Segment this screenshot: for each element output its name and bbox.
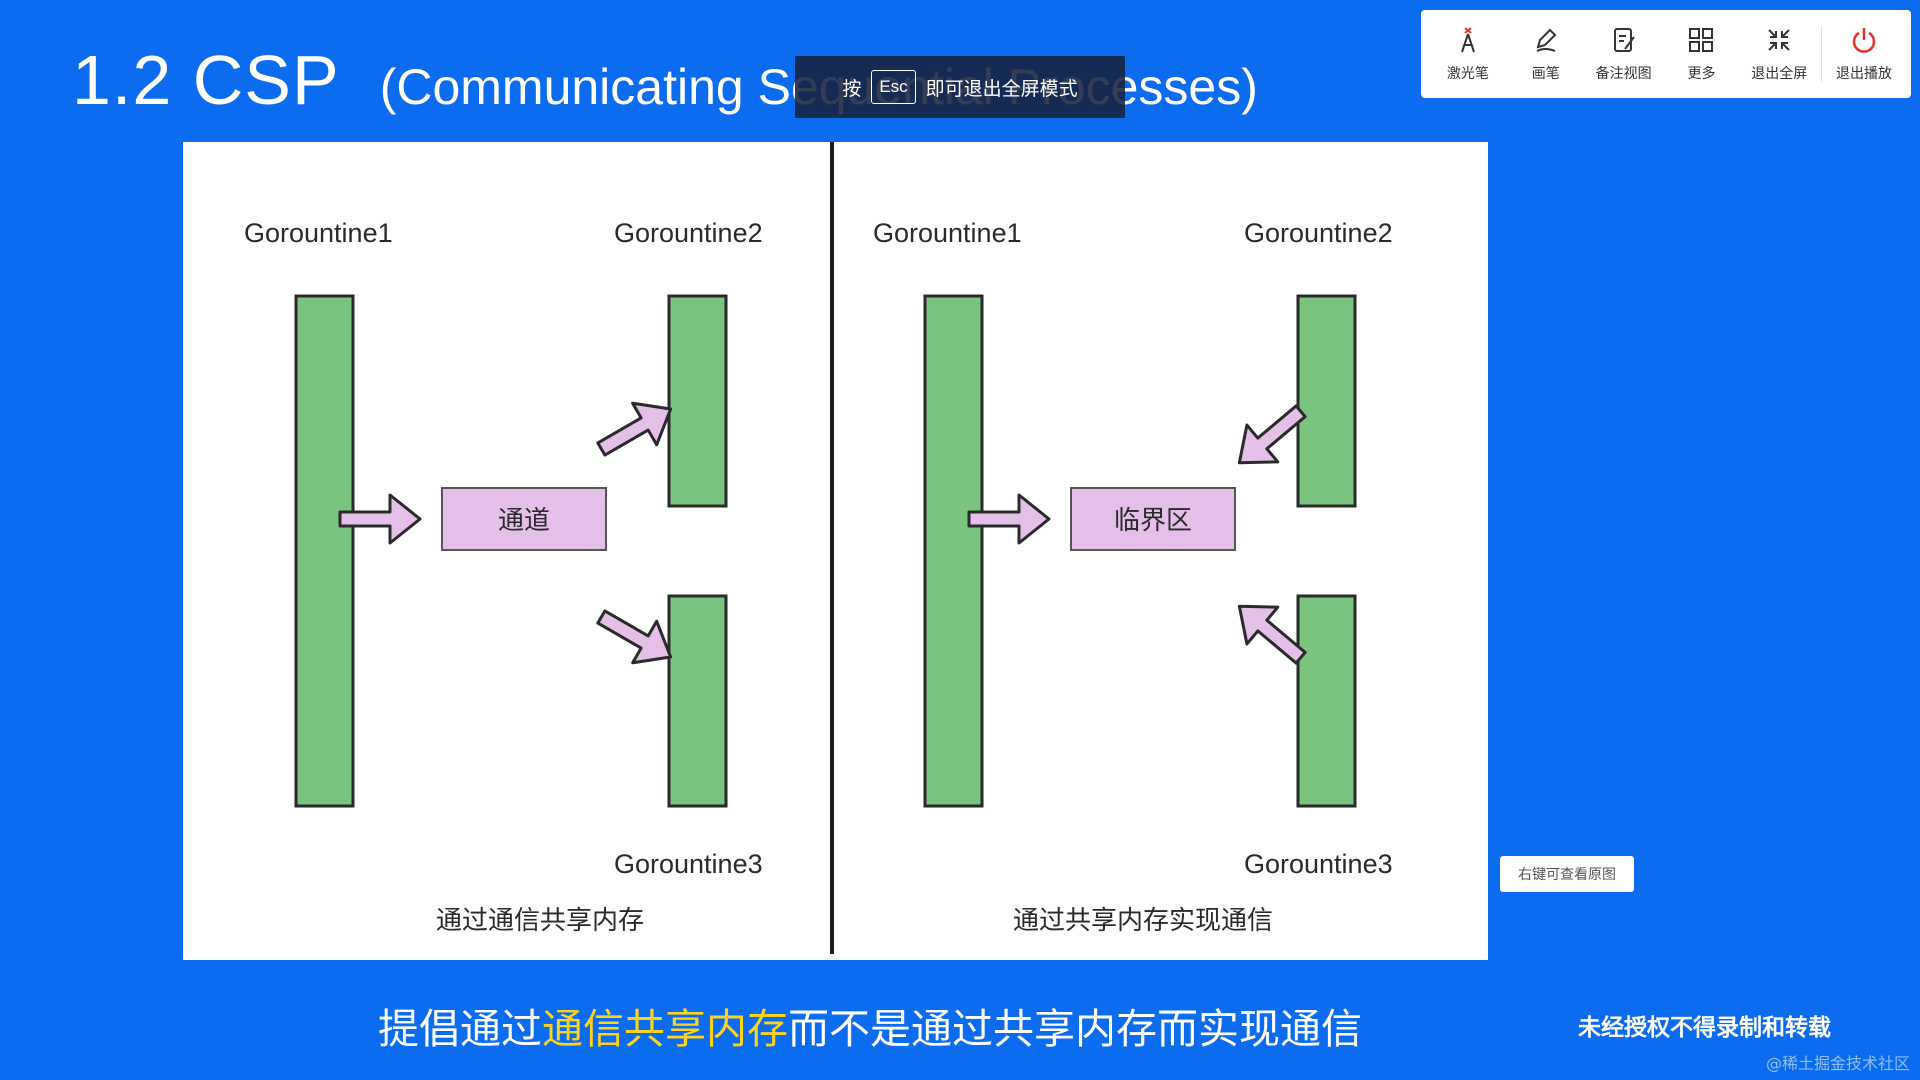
channel-box-label: 通道	[498, 506, 550, 536]
right-goroutine3-bar	[1296, 594, 1357, 808]
left-goroutine1-label: Gorountine1	[244, 218, 393, 248]
toolbar-divider	[1821, 26, 1823, 82]
right-goroutine2-label: Gorountine2	[1244, 218, 1393, 248]
right-panel-caption: 通过共享内存实现通信	[1013, 906, 1273, 936]
caption-highlight: 通信共享内存	[542, 1005, 788, 1053]
caption-suffix: 而不是通过共享内存而实现通信	[788, 1005, 1362, 1053]
power-icon	[1852, 28, 1876, 53]
copyright-notice: 未经授权不得录制和转载	[1578, 1015, 1831, 1041]
channel-box	[441, 487, 607, 551]
esc-key-badge: Esc	[871, 70, 916, 104]
exit-playback-label: 退出播放	[1835, 65, 1892, 81]
right-goroutine1-label: Gorountine1	[873, 218, 1022, 248]
diagram-board: .bar { fill:#7bc47f; stroke:#2a2a2a; str…	[183, 142, 1488, 960]
source-credit: @稀土掘金技术社区	[1765, 1054, 1910, 1073]
left-goroutine2-label: Gorountine2	[614, 218, 763, 248]
right-goroutine3-label: Gorountine3	[1244, 849, 1393, 879]
right-goroutine1-bar	[923, 294, 984, 808]
right-goroutine2-bar	[1296, 294, 1357, 508]
left-panel-caption: 通过通信共享内存	[436, 906, 644, 936]
right-panel: Gorountine1 Gorountine2 Gorountine3 临界区 …	[873, 218, 1393, 936]
critical-section-box	[1070, 487, 1236, 551]
critical-section-box-label: 临界区	[1114, 506, 1192, 536]
left-goroutine1-bar	[294, 294, 355, 808]
exit-fullscreen-icon	[1768, 29, 1791, 51]
left-goroutine3-bar	[667, 594, 728, 808]
laser-pointer-icon	[1460, 27, 1475, 53]
notes-view-button[interactable]: 备注视图	[1588, 25, 1660, 83]
notes-view-icon	[1613, 28, 1635, 52]
more-label: 更多	[1687, 65, 1716, 81]
exit-playback-button[interactable]: 退出播放	[1828, 25, 1900, 83]
grid-more-icon	[1689, 28, 1714, 52]
exit-fullscreen-label: 退出全屏	[1751, 65, 1808, 81]
pen-button[interactable]: 画笔	[1510, 25, 1582, 83]
esc-fullscreen-banner: 按 Esc 即可退出全屏模式	[795, 56, 1125, 118]
caption-prefix: 提倡通过	[378, 1005, 542, 1053]
esc-banner-text: 即可退出全屏模式	[925, 78, 1078, 100]
subtitle-caption: 提倡通过通信共享内存而不是通过共享内存而实现通信	[378, 995, 1362, 1055]
notes-view-label: 备注视图	[1595, 65, 1652, 81]
pen-label: 画笔	[1531, 65, 1560, 81]
pen-icon	[1536, 28, 1557, 52]
laser-pointer-label: 激光笔	[1446, 65, 1489, 81]
presentation-toolbar: 激光笔 画笔 备注视图 更多 退出全屏	[1421, 10, 1911, 98]
view-original-hint[interactable]: 右键可查看原图	[1500, 856, 1634, 892]
exit-fullscreen-button[interactable]: 退出全屏	[1743, 25, 1815, 83]
esc-banner-prefix: 按	[842, 78, 862, 100]
slide-title-number: 1.2 CSP	[72, 41, 340, 119]
left-goroutine3-label: Gorountine3	[614, 849, 763, 879]
left-goroutine2-bar	[667, 294, 728, 508]
more-button[interactable]: 更多	[1665, 25, 1737, 83]
laser-pointer-button[interactable]: 激光笔	[1432, 25, 1504, 83]
left-panel: Gorountine1 Gorountine2 Gorountine3 通道 通…	[244, 218, 763, 936]
csp-diagram: .bar { fill:#7bc47f; stroke:#2a2a2a; str…	[244, 142, 1393, 954]
